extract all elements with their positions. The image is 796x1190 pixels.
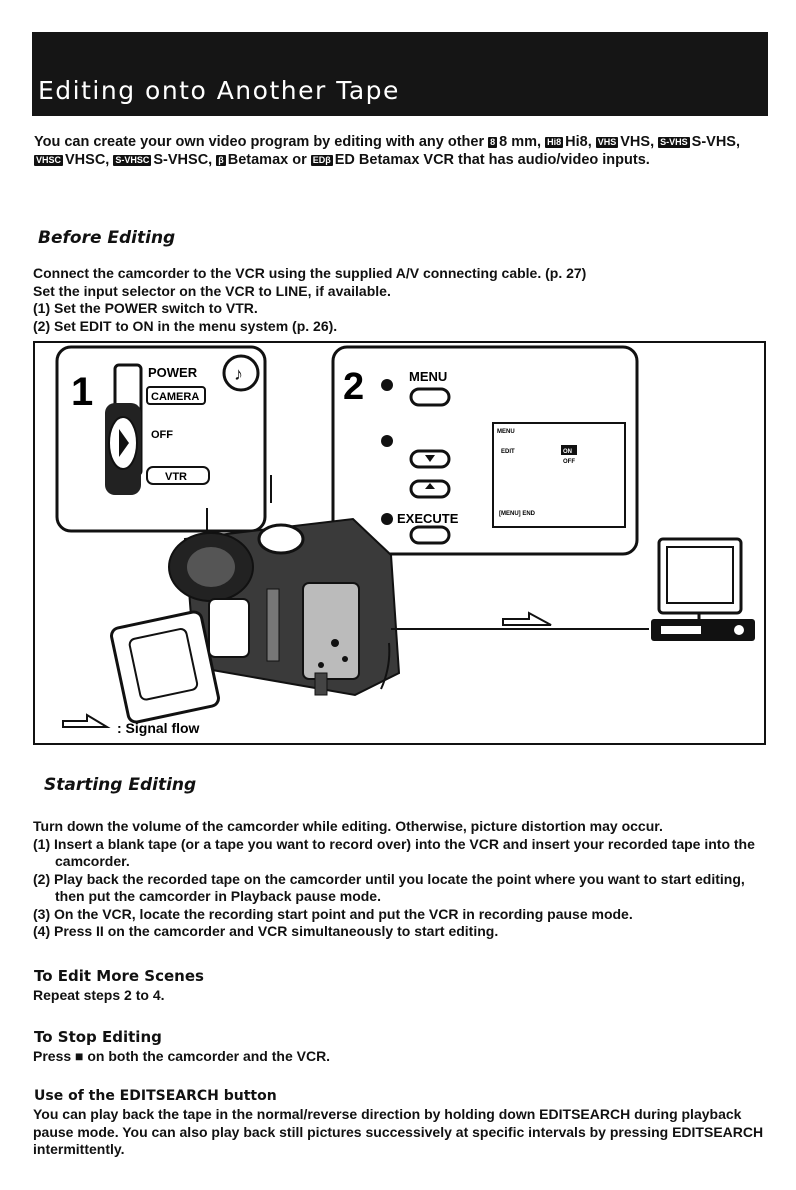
step-1-label: 1	[71, 370, 93, 414]
signal-flow-arrow-icon	[502, 611, 552, 626]
camera-position-label: CAMERA	[151, 391, 199, 403]
music-note-icon: ♪	[234, 364, 243, 384]
svg-text:[MENU] END: [MENU] END	[499, 511, 536, 517]
legend: : Signal flow	[62, 713, 200, 736]
before-editing-heading: Before Editing	[38, 228, 176, 248]
starting-step-3: (3) On the VCR, locate the recording sta…	[33, 905, 633, 922]
starting-editing-text: Turn down the volume of the camcorder wh…	[33, 818, 765, 941]
svg-text:OFF: OFF	[563, 459, 575, 465]
hi8-logo-icon: Hi8	[545, 137, 564, 148]
menu-button-label: MENU	[409, 369, 447, 384]
camcorder-drawing	[110, 475, 401, 724]
editing-illustration: 1 POWER ♪ CAMERA OFF VTR 2 MENU	[33, 341, 766, 745]
step-2-label: 2	[343, 366, 364, 408]
starting-editing-heading: Starting Editing	[44, 775, 197, 795]
vcr-icon	[651, 619, 755, 641]
starting-step-1: (1) Insert a blank tape (or a tape you w…	[33, 835, 755, 870]
intro-paragraph: You can create your own video program by…	[34, 134, 740, 168]
before-editing-text: Connect the camcorder to the VCR using t…	[33, 265, 587, 334]
cable-and-vcr	[391, 537, 755, 641]
starting-step-2: (2) Play back the recorded tape on the c…	[33, 870, 745, 905]
menu-screen	[492, 422, 626, 528]
svg-text:MENU: MENU	[497, 429, 515, 435]
edit-more-heading: To Edit More Scenes	[34, 967, 204, 985]
starting-step-4: (4) Press II on the camcorder and VCR si…	[33, 923, 499, 939]
page-title: Editing onto Another Tape	[38, 76, 400, 105]
menu-button-icon	[409, 387, 451, 407]
panel-1: 1 POWER ♪ CAMERA OFF VTR	[55, 345, 267, 533]
stop-editing-text: Press ■ on both the camcorder and the VC…	[33, 1048, 331, 1064]
ed-betamax-logo-icon: EDβ	[310, 155, 333, 166]
8mm-logo-icon: 8	[488, 137, 498, 148]
betamax-logo-icon: β	[216, 155, 226, 166]
execute-button-label: EXECUTE	[397, 511, 459, 526]
edit-more-text: Repeat steps 2 to 4.	[33, 987, 165, 1003]
signal-flow-legend: : Signal flow	[117, 720, 200, 736]
off-position-label: OFF	[151, 429, 173, 441]
editsearch-heading: Use of the EDITSEARCH button	[34, 1088, 277, 1104]
panel-2: 2 MENU EXECUTE MENU EDIT ON OFF [MENU] E…	[331, 345, 639, 556]
stop-editing-heading: To Stop Editing	[34, 1028, 162, 1046]
vtr-position-label: VTR	[165, 471, 187, 483]
svg-text:EDIT: EDIT	[501, 449, 515, 455]
power-label: POWER	[148, 365, 198, 380]
title-bar: Editing onto Another Tape	[32, 32, 768, 116]
editsearch-text: You can play back the tape in the normal…	[33, 1106, 764, 1157]
connection-diagram: 1 POWER ♪ CAMERA OFF VTR 2 MENU	[55, 345, 755, 736]
svhs-logo-icon: S-VHS	[658, 137, 690, 148]
vhsc-logo-icon: VHSC	[34, 155, 64, 166]
legend-arrow-icon	[62, 713, 111, 728]
execute-button-icon	[409, 525, 451, 545]
svg-text:ON: ON	[563, 449, 572, 455]
vhs-logo-icon: VHS	[595, 137, 619, 148]
svhsc-logo-icon: S-VHSC	[113, 155, 152, 166]
